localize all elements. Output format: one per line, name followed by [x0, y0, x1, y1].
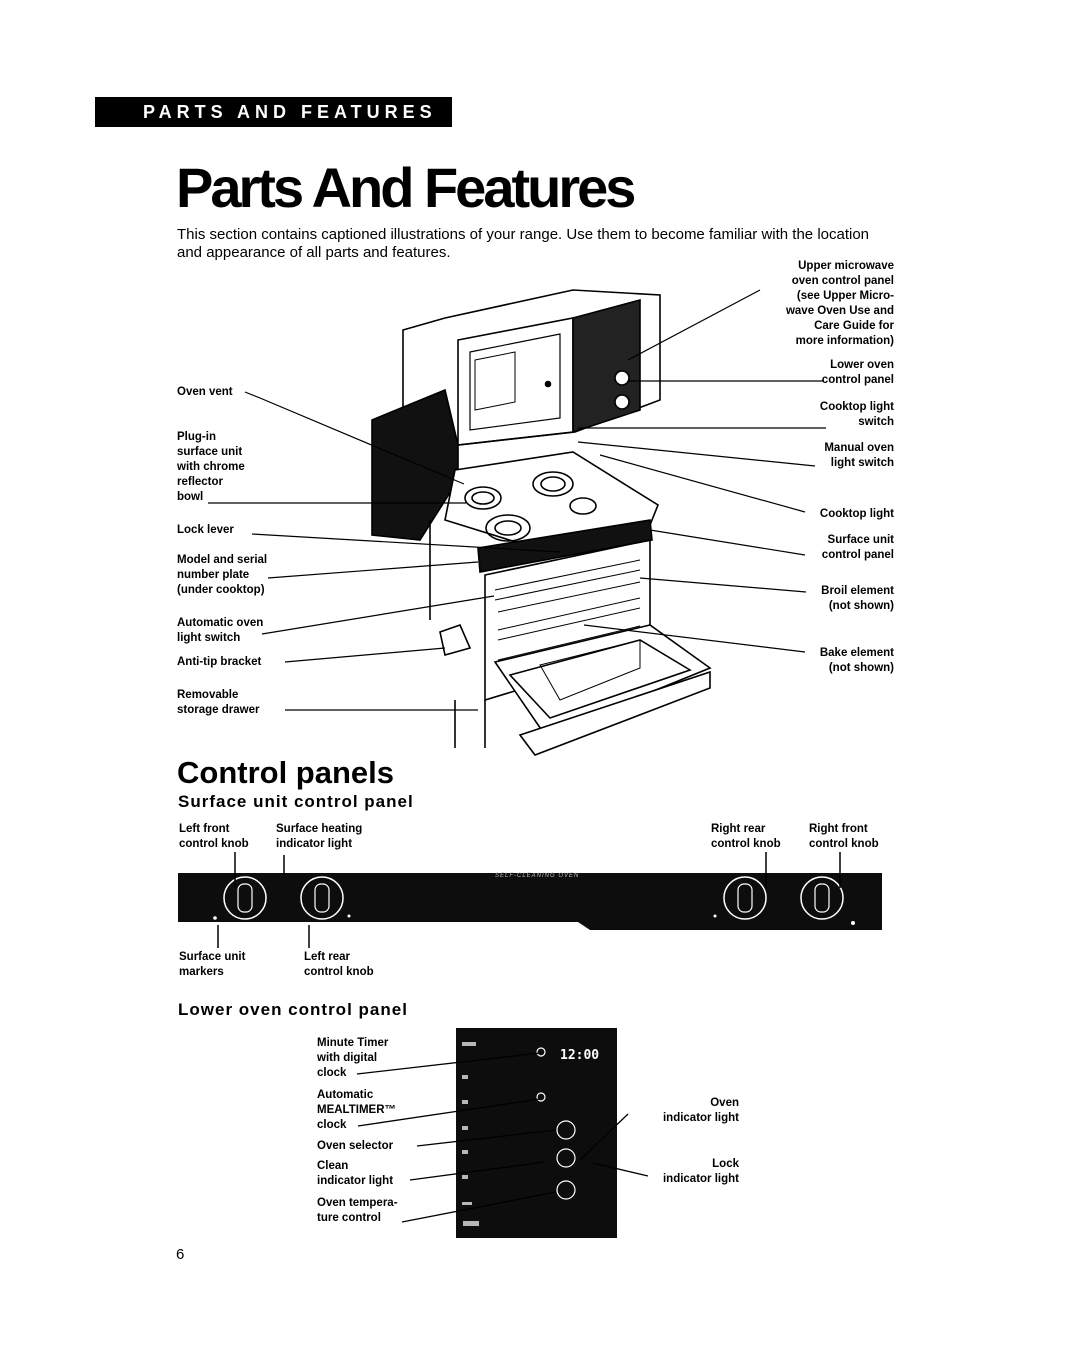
- label-oven-vent: Oven vent: [177, 386, 233, 398]
- intro-paragraph: This section contains captioned illustra…: [177, 226, 870, 261]
- label-oven-selector: Oven selector: [317, 1140, 394, 1152]
- lower-oven-panel-heading: Lower oven control panel: [178, 1000, 408, 1019]
- label-surface-unit-control-panel: Surface unit control panel: [821, 534, 894, 561]
- label-manual-oven-light-switch: Manual oven light switch: [824, 442, 894, 469]
- clock-display: 12:00: [560, 1048, 600, 1063]
- label-plug-in-surface-unit: Plug-in surface unit with chrome reflect…: [177, 431, 245, 503]
- label-bake-element: Bake element (not shown): [819, 647, 894, 674]
- panel-self-cleaning-text: SELF-CLEANING OVEN: [495, 873, 580, 879]
- label-left-rear-knob: Left rear control knob: [304, 951, 374, 978]
- label-broil-element: Broil element (not shown): [821, 585, 894, 612]
- label-cooktop-light: Cooktop light: [819, 508, 894, 520]
- label-model-serial-plate: Model and serial number plate (under coo…: [177, 554, 268, 596]
- label-surface-unit-markers: Surface unit markers: [179, 951, 246, 978]
- label-right-front-knob: Right front control knob: [809, 823, 879, 850]
- label-oven-temperature-control: Oven tempera- ture control: [317, 1197, 398, 1224]
- label-surface-heating-light: Surface heating indicator light: [276, 823, 363, 850]
- label-anti-tip-bracket: Anti-tip bracket: [177, 656, 262, 668]
- label-oven-indicator-light: Oven indicator light: [662, 1097, 739, 1124]
- label-lock-lever: Lock lever: [177, 524, 234, 536]
- page-title: Parts And Features: [176, 156, 636, 219]
- control-panels-heading: Control panels: [177, 755, 395, 790]
- label-lower-oven-control-panel: Lower oven control panel: [821, 359, 894, 386]
- label-mealtimer-clock: Automatic MEALTIMER™ clock: [317, 1089, 397, 1131]
- section-banner: PARTS AND FEATURES: [95, 97, 452, 127]
- label-removable-storage-drawer: Removable storage drawer: [177, 689, 260, 716]
- label-cooktop-light-switch: Cooktop light switch: [819, 401, 894, 428]
- label-lock-indicator-light: Lock indicator light: [662, 1158, 739, 1185]
- label-clean-indicator-light: Clean indicator light: [317, 1160, 394, 1187]
- label-upper-microwave-panel: Upper microwave oven control panel (see …: [785, 260, 894, 347]
- label-left-front-knob: Left front control knob: [179, 823, 249, 850]
- label-right-rear-knob: Right rear control knob: [711, 823, 781, 850]
- page-number: 6: [176, 1246, 185, 1263]
- surface-panel-heading: Surface unit control panel: [178, 792, 414, 811]
- label-minute-timer: Minute Timer with digital clock: [317, 1037, 389, 1079]
- label-automatic-oven-light-switch: Automatic oven light switch: [177, 617, 264, 644]
